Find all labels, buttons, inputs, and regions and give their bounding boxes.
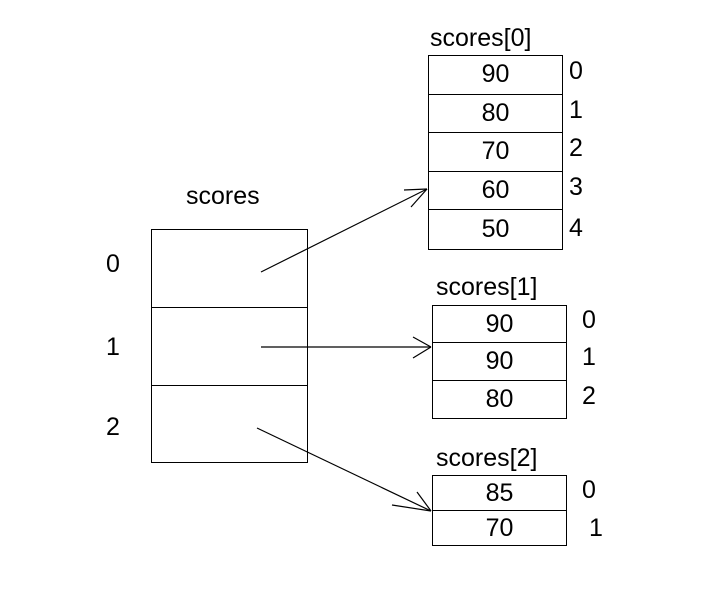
inner-array-0-index-3: 3: [569, 173, 583, 201]
inner-array-1-box: 90 90 80: [432, 305, 567, 419]
inner-array-0-cell: 60: [429, 172, 562, 211]
inner-array-2-title: scores[2]: [436, 444, 538, 472]
inner-array-1-cell: 80: [485, 384, 514, 413]
inner-array-2-box: 85 70: [432, 475, 567, 546]
inner-array-0-title: scores[0]: [430, 24, 532, 52]
inner-array-2-cell: 85: [433, 476, 566, 511]
inner-array-1-index-0: 0: [582, 306, 596, 334]
outer-array-index-1: 1: [106, 333, 120, 361]
inner-array-0-box: 90 80 70 60 50: [428, 55, 563, 250]
outer-array-index-0: 0: [106, 250, 120, 278]
outer-array-box: [151, 229, 308, 463]
inner-array-1-cell: 90: [433, 343, 566, 381]
inner-array-0-cell: 50: [481, 215, 510, 244]
inner-array-0-index-1: 1: [569, 96, 583, 124]
outer-array-cell: [152, 230, 307, 308]
inner-array-1-index-2: 2: [582, 382, 596, 410]
outer-array-cell: [152, 386, 307, 464]
inner-array-2-index-0: 0: [582, 476, 596, 504]
inner-array-0-cell: 80: [429, 95, 562, 134]
inner-array-2-index-1: 1: [589, 514, 603, 542]
outer-array-title: scores: [186, 182, 260, 210]
inner-array-1-index-1: 1: [582, 343, 596, 371]
inner-array-0-cell: 70: [429, 133, 562, 172]
inner-array-1-cell: 90: [433, 306, 566, 344]
outer-array-index-2: 2: [106, 413, 120, 441]
inner-array-0-cell: 90: [429, 56, 562, 95]
inner-array-0-index-2: 2: [569, 134, 583, 162]
outer-array-cell: [152, 308, 307, 386]
inner-array-0-index-4: 4: [569, 214, 583, 242]
inner-array-2-cell: 70: [485, 514, 514, 542]
inner-array-1-title: scores[1]: [436, 273, 538, 301]
inner-array-0-index-0: 0: [569, 57, 583, 85]
